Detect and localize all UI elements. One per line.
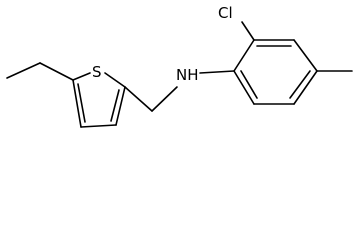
nitrogen-label: NH — [176, 66, 199, 84]
bond-s-c2 — [104, 72, 126, 88]
bond-c6-c1-benz-inner — [240, 70, 258, 99]
bond-c3-c4-benz — [293, 39, 318, 72]
bond-n-c1 — [199, 70, 235, 74]
molecule-structure: S NH Cl — [6, 4, 353, 128]
bond-c4-c5-inner — [77, 83, 86, 123]
bond-methyl-ethyl — [6, 62, 41, 79]
bond-c5-s — [72, 72, 91, 81]
bond-ethyl-c5 — [39, 62, 74, 81]
bond-c4-c5-benz-inner — [289, 70, 311, 99]
bonds — [6, 21, 353, 128]
sulfur-label: S — [92, 63, 102, 81]
bond-c2-cl — [241, 21, 255, 41]
chlorine-label: Cl — [218, 4, 233, 22]
bond-c6-c1-benz — [233, 70, 255, 105]
bond-c1-c2 — [233, 39, 255, 72]
bond-c4-c5-benz — [293, 70, 318, 105]
bond-c2-c3-inner — [110, 89, 120, 122]
bond-c2-ch2 — [124, 86, 153, 112]
bond-c3-c4 — [80, 124, 117, 128]
bond-c2-c3 — [115, 86, 126, 126]
bond-c4-c5 — [72, 79, 82, 128]
bond-ch2-n — [151, 86, 178, 112]
